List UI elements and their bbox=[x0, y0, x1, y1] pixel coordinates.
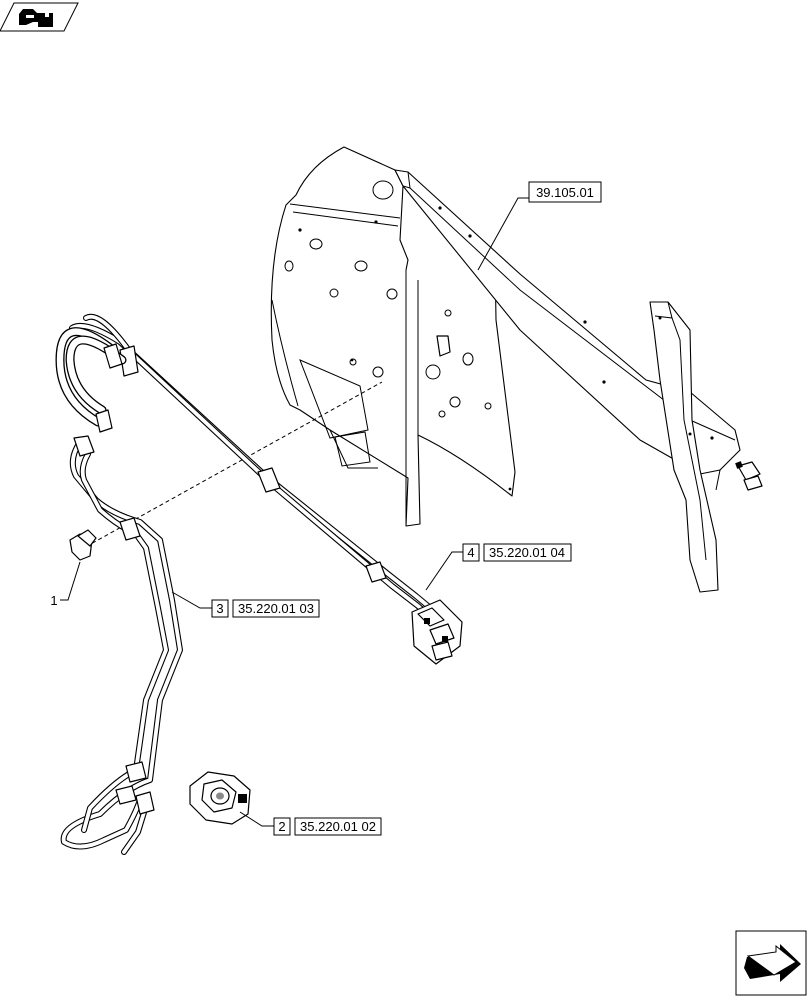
callout-item-2: 2 35.220.01 02 bbox=[239, 811, 382, 836]
item-4-ref: 35.220.01 04 bbox=[489, 545, 565, 560]
item-1-number: 1 bbox=[50, 593, 57, 608]
item-2-number: 2 bbox=[278, 819, 285, 834]
coupler-block bbox=[411, 599, 463, 665]
pressure-lines bbox=[69, 313, 443, 629]
tube-set bbox=[60, 435, 183, 855]
next-page-arrow-icon[interactable] bbox=[735, 930, 807, 996]
rear-panel bbox=[270, 146, 516, 527]
support-post bbox=[649, 301, 719, 593]
quick-coupler bbox=[735, 461, 763, 491]
item-2-ref: 35.220.01 02 bbox=[300, 819, 376, 834]
view-direction-icon bbox=[0, 2, 79, 32]
hydraulic-pump bbox=[189, 771, 251, 825]
item-3-number: 3 bbox=[216, 601, 223, 616]
hose-assembly bbox=[55, 327, 127, 433]
callout-item-4: 4 35.220.01 04 bbox=[425, 543, 572, 591]
item-4-number: 4 bbox=[467, 545, 474, 560]
callout-item-1: 1 bbox=[50, 561, 81, 608]
elbow-fitting bbox=[69, 529, 97, 561]
callout-item-3: 3 35.220.01 03 bbox=[171, 591, 320, 618]
panel-ref-label: 39.105.01 bbox=[536, 185, 594, 200]
callout-panel-ref: 39.105.01 bbox=[477, 181, 602, 271]
item-3-ref: 35.220.01 03 bbox=[238, 601, 314, 616]
